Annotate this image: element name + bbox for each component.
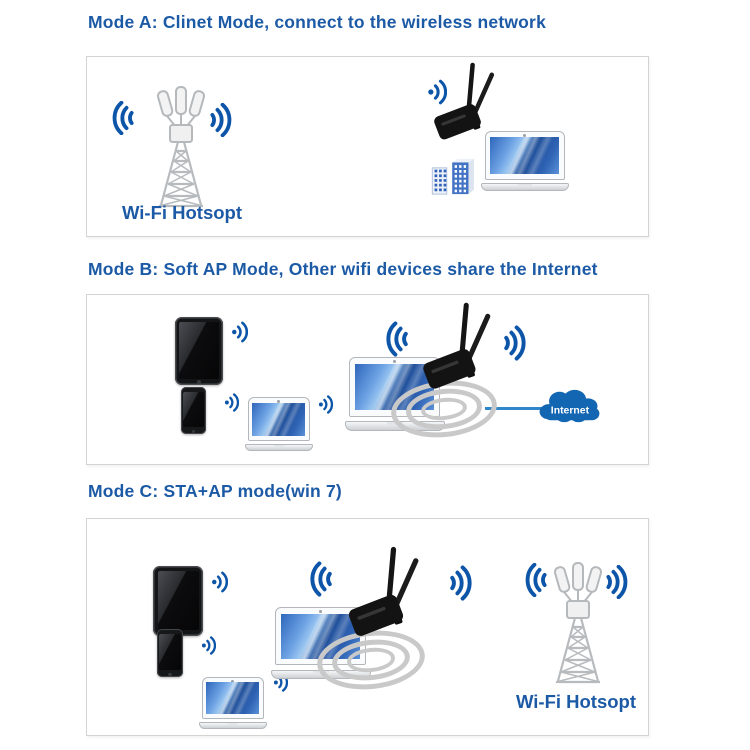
laptop-icon — [481, 131, 569, 191]
hotspot-label: Wi-Fi Hotsopt — [121, 202, 243, 223]
hotspot-label: Wi-Fi Hotsopt — [515, 691, 637, 712]
wifi-signal-icon — [201, 634, 216, 657]
internet-cloud-label: Internet — [551, 406, 590, 417]
wifi-signal-icon — [211, 569, 228, 595]
wifi-hotspot-tower-icon — [548, 561, 608, 685]
internet-connection-line — [485, 407, 543, 410]
mode-c-panel: Wi-Fi Hotsopt — [86, 518, 649, 736]
wifi-waves-left-icon — [385, 321, 411, 357]
wifi-signal-icon — [224, 391, 239, 414]
tablet-icon — [175, 317, 223, 385]
usb-wifi-adapter-icon — [345, 545, 429, 655]
mode-b-title: Mode B: Soft AP Mode, Other wifi devices… — [88, 259, 598, 279]
wifi-waves-right-icon — [603, 565, 629, 599]
small-laptop-icon — [199, 677, 267, 729]
internet-cloud: Internet — [539, 389, 600, 423]
smartphone-icon — [157, 629, 183, 677]
mode-a-panel: Wi-Fi Hotsopt — [86, 56, 649, 237]
wifi-signal-icon — [318, 393, 333, 416]
wifi-waves-left-icon — [111, 101, 137, 135]
wifi-waves-right-icon — [207, 103, 233, 137]
mode-b-panel: Internet — [86, 294, 649, 465]
mode-a-title: Mode A: Clinet Mode, connect to the wire… — [88, 12, 546, 32]
small-laptop-icon — [245, 397, 313, 451]
wifi-waves-right-icon — [447, 565, 473, 601]
usb-wifi-adapter-icon — [419, 301, 501, 407]
wifi-waves-right-icon — [501, 325, 527, 361]
buildings-icon — [428, 157, 480, 195]
wifi-hotspot-tower-icon — [151, 85, 211, 209]
smartphone-icon — [181, 387, 206, 434]
mode-c-title: Mode C: STA+AP mode(win 7) — [88, 481, 342, 501]
tablet-icon — [153, 566, 203, 636]
wifi-signal-icon — [231, 319, 248, 345]
wifi-waves-left-icon — [309, 561, 335, 597]
wifi-waves-left-icon — [524, 563, 550, 597]
laptop-icon — [345, 357, 445, 431]
usb-wifi-adapter-icon — [431, 61, 503, 156]
